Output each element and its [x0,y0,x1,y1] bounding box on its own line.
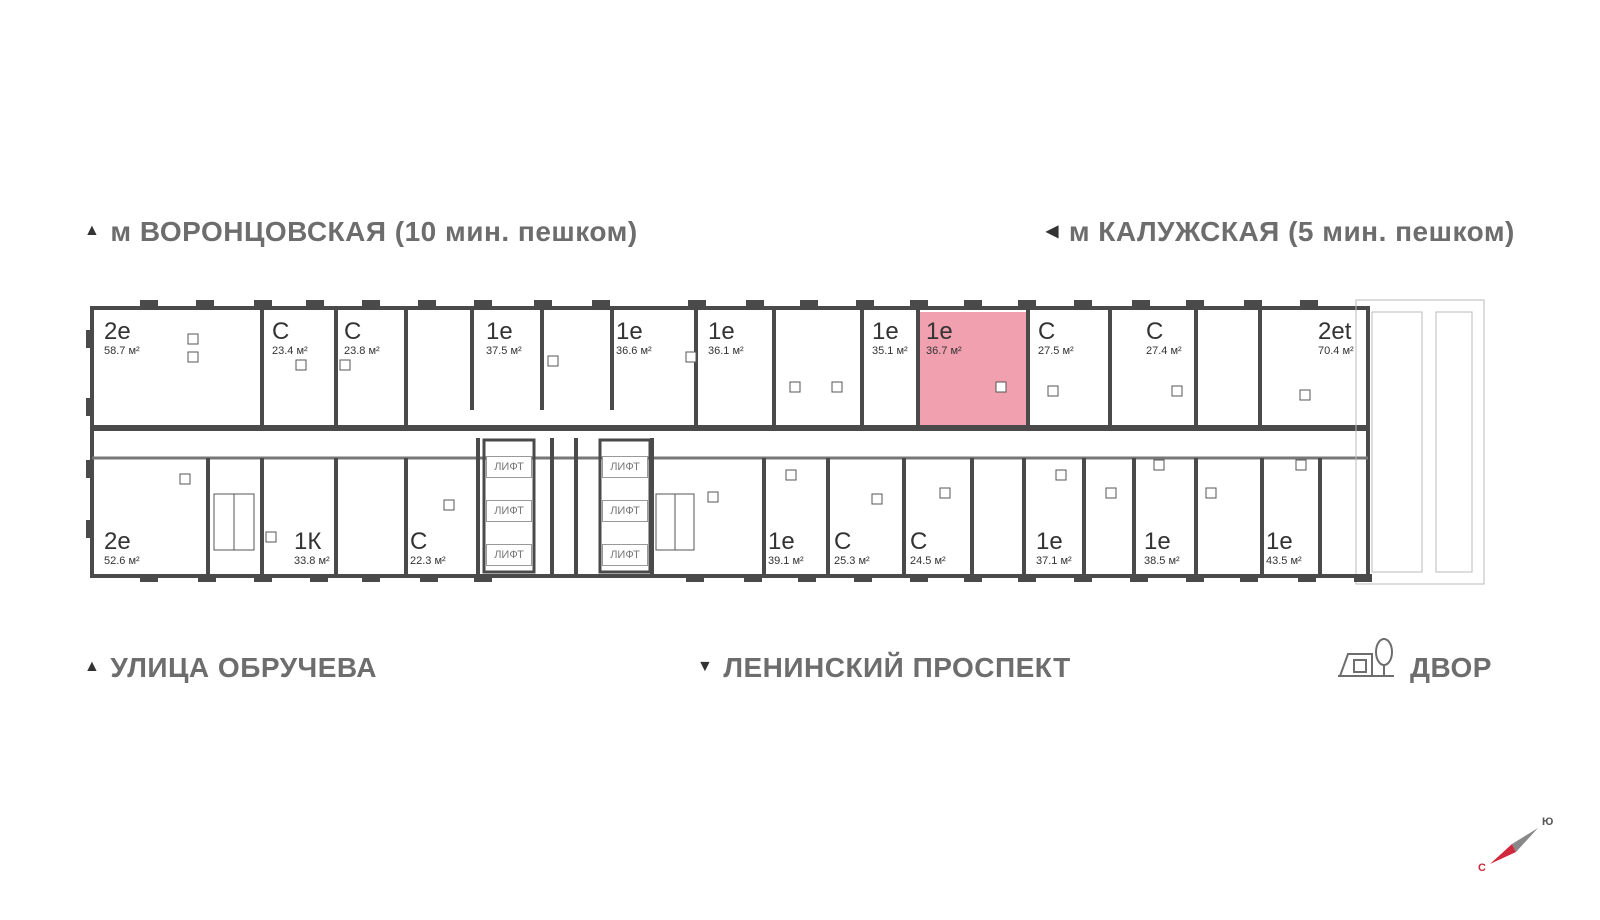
unit-type: 1е [926,318,953,345]
lift-label: ЛИФТ [486,544,532,566]
label-kaluzhskaya: ◀ м КАЛУЖСКАЯ (5 мин. пешком) [1046,216,1515,248]
unit-area: 39.1 м² [768,555,804,567]
unit-area: 23.4 м² [272,345,308,357]
unit-type: С [1146,318,1164,345]
balcony [1355,299,1485,585]
unit-area: 36.7 м² [926,345,962,357]
unit-type: 2еt [1318,318,1352,345]
unit-area: 23.8 м² [344,345,380,357]
label-text: ДВОР [1410,652,1492,683]
label-voroncovskaya: ▲ м ВОРОНЦОВСКАЯ (10 мин. пешком) [84,216,638,248]
unit-area: 36.1 м² [708,345,744,357]
label-text: м КАЛУЖСКАЯ (5 мин. пешком) [1068,216,1515,247]
unit-type: 2е [104,318,131,345]
unit-type: С [910,528,928,555]
unit-area: 27.5 м² [1038,345,1074,357]
unit-type: С [834,528,852,555]
compass-south-label: Ю [1542,816,1554,828]
lift-label: ЛИФТ [486,456,532,478]
arrow-down-icon: ▼ [697,657,714,675]
unit-type: С [1038,318,1056,345]
unit-type: 1е [768,528,795,555]
label-text: УЛИЦА ОБРУЧЕВА [110,652,377,683]
unit-area: 22.3 м² [410,555,446,567]
unit-type: 1е [1266,528,1293,555]
unit-area: 70.4 м² [1318,345,1354,357]
lift-label: ЛИФТ [486,500,532,522]
lift-label: ЛИФТ [602,456,648,478]
unit-type: 2е [104,528,131,555]
outer-wall [90,306,1370,578]
label-obrucheva: ▲ УЛИЦА ОБРУЧЕВА [84,652,377,684]
unit-area: 27.4 м² [1146,345,1182,357]
unit-area: 37.5 м² [486,345,522,357]
arrow-left-icon: ◀ [1046,222,1059,240]
arrow-up-icon: ▲ [84,221,101,239]
unit-area: 38.5 м² [1144,555,1180,567]
selected-unit-highlight [920,312,1026,428]
unit-area: 37.1 м² [1036,555,1072,567]
unit-area: 35.1 м² [872,345,908,357]
unit-type: 1е [1144,528,1171,555]
label-leninsky: ▼ ЛЕНИНСКИЙ ПРОСПЕКТ [697,652,1071,684]
arrow-up-icon: ▲ [84,657,101,675]
playground-icon [1338,638,1394,677]
unit-area: 24.5 м² [910,555,946,567]
unit-area: 33.8 м² [294,555,330,567]
unit-area: 43.5 м² [1266,555,1302,567]
lift-label: ЛИФТ [602,544,648,566]
unit-type: 1К [294,528,322,555]
compass-icon [1490,828,1538,864]
unit-type: С [272,318,290,345]
unit-type: 1е [872,318,899,345]
unit-area: 25.3 м² [834,555,870,567]
unit-type: 1е [486,318,513,345]
unit-area: 36.6 м² [616,345,652,357]
label-text: м ВОРОНЦОВСКАЯ (10 мин. пешком) [110,216,638,247]
unit-area: 52.6 м² [104,555,140,567]
label-dvor: ДВОР [1410,652,1492,684]
unit-type: С [410,528,428,555]
lift-label: ЛИФТ [602,500,648,522]
unit-type: 1е [708,318,735,345]
unit-area: 58.7 м² [104,345,140,357]
compass-north-label: С [1478,862,1486,874]
unit-type: 1е [1036,528,1063,555]
label-text: ЛЕНИНСКИЙ ПРОСПЕКТ [723,652,1071,683]
unit-type: С [344,318,362,345]
unit-type: 1е [616,318,643,345]
